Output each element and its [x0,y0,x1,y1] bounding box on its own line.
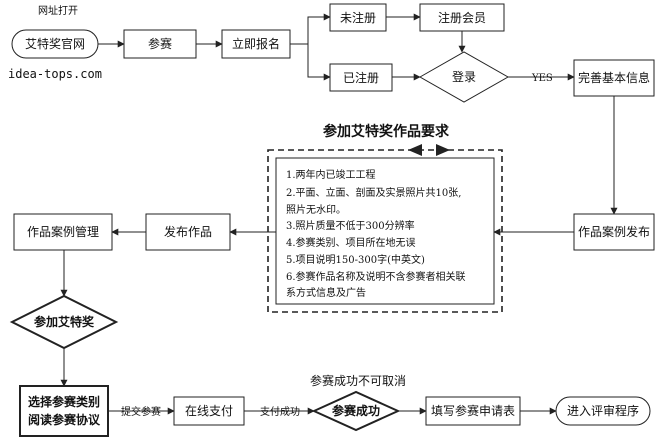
svg-text:立即报名: 立即报名 [232,36,280,51]
node-join-award: 参加艾特奖 [9,294,119,350]
svg-text:发布作品: 发布作品 [164,224,212,239]
node-publish-work: 发布作品 [145,213,231,251]
requirements-title: 参加艾特奖作品要求 [323,123,450,140]
requirement-item: 系方式信息及广告 [286,286,366,299]
requirement-item: 4.参赛类别、项目所在地无误 [286,236,416,249]
svg-text:参赛成功: 参赛成功 [332,403,380,418]
edge-to-registered [307,44,331,81]
svg-text:已注册: 已注册 [343,70,379,85]
node-complete-info: 完善基本信息 [573,59,655,97]
requirements-list: 1.两年内已竣工工程 2.平面、立面、剖面及实景照片共10张, 照片无水印。 3… [286,168,466,299]
node-pay-online: 在线支付 [173,396,245,426]
edge-to-not-registered [290,13,331,45]
svg-text:阅读参赛协议: 阅读参赛协议 [28,412,101,427]
node-enter: 参赛 [123,29,197,59]
node-registered: 已注册 [329,63,393,92]
svg-text:艾特奖官网: 艾特奖官网 [25,36,85,51]
svg-text:填写参赛申请表: 填写参赛申请表 [431,403,515,418]
requirement-item: 5.项目说明150-300字(中英文) [286,253,425,266]
title-arrow-left [408,144,422,156]
label-submit: 提交参赛 [121,405,161,418]
requirement-item: 1.两年内已竣工工程 [286,168,376,181]
svg-text:作品案例管理: 作品案例管理 [27,224,99,239]
node-review: 进入评审程序 [555,396,651,426]
requirement-item: 照片无水印。 [286,203,346,216]
requirement-item: 6.参赛作品名称及说明不含参赛者相关联 [286,270,466,283]
node-register-now: 立即报名 [221,29,291,59]
svg-text:参加艾特奖: 参加艾特奖 [34,314,95,329]
requirement-item: 3.照片质量不低于300分辨率 [286,219,415,232]
label-pay-success: 支付成功 [260,405,300,418]
svg-text:未注册: 未注册 [340,10,376,25]
node-login: 登录 [418,51,510,103]
requirements-dashed-frame [267,149,503,313]
website-url: idea-tops.com [8,67,102,81]
svg-text:选择参赛类别: 选择参赛类别 [28,394,100,409]
svg-text:登录: 登录 [452,69,476,84]
node-official-site: 艾特奖官网 [11,29,99,59]
node-select-category: 选择参赛类别 阅读参赛协议 [19,385,109,437]
top-note: 网址打开 [38,4,78,17]
node-fill-form: 填写参赛申请表 [425,396,521,426]
svg-text:在线支付: 在线支付 [185,404,233,418]
label-irrevocable: 参赛成功不可取消 [310,373,406,388]
svg-text:参赛: 参赛 [148,36,172,51]
node-register-member: 注册会员 [419,3,505,32]
svg-text:注册会员: 注册会员 [438,10,486,25]
node-entry-success: 参赛成功 [311,390,401,432]
node-publish-case: 作品案例发布 [573,213,655,251]
node-not-registered: 未注册 [329,3,387,32]
requirements-box [275,157,495,305]
node-case-manage: 作品案例管理 [13,213,113,251]
label-yes: YES [531,73,553,84]
svg-text:完善基本信息: 完善基本信息 [578,70,650,85]
svg-text:进入评审程序: 进入评审程序 [567,403,639,418]
svg-text:作品案例发布: 作品案例发布 [578,224,650,239]
requirement-item: 2.平面、立面、剖面及实景照片共10张, [286,186,461,199]
